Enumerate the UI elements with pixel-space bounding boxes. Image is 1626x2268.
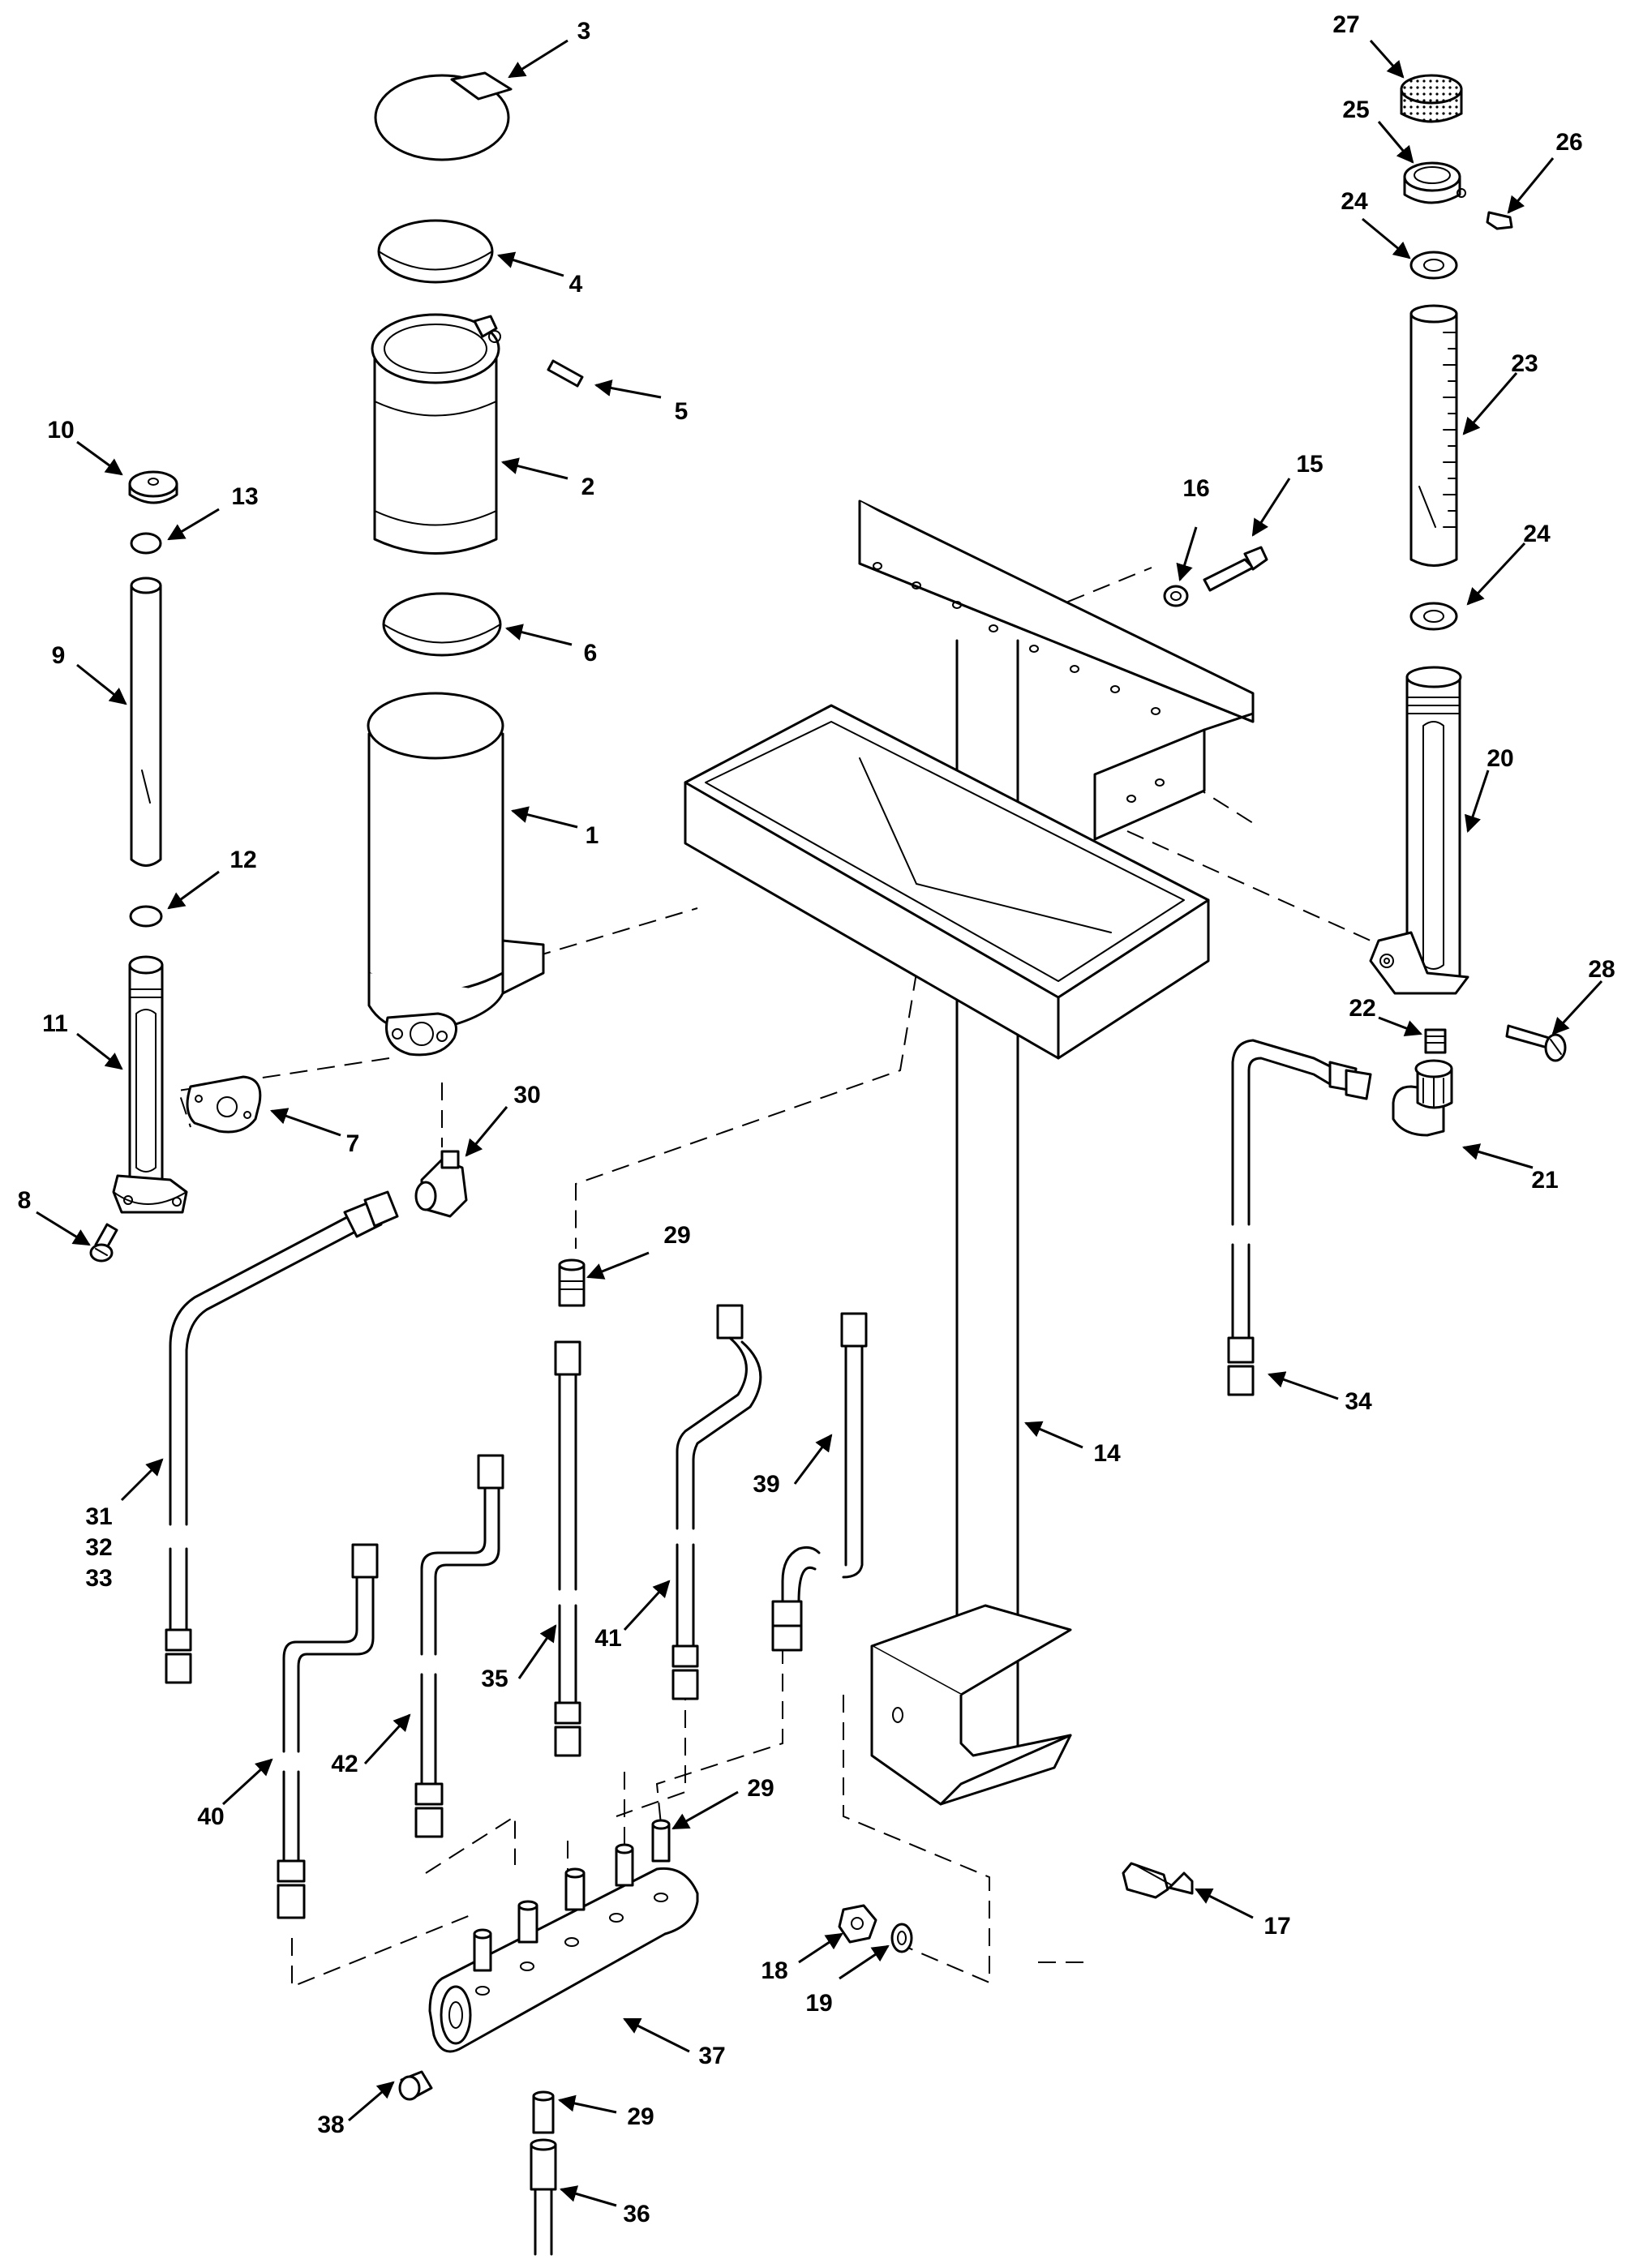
top-bracket	[858, 499, 1255, 841]
callout-10: 10	[47, 417, 74, 444]
callout-14: 14	[1093, 1440, 1121, 1467]
callout-15: 15	[1296, 451, 1323, 478]
callout-29-middle: 29	[747, 1775, 774, 1802]
callout-24-top: 24	[1341, 188, 1368, 215]
left-sight-glass	[89, 470, 262, 1263]
tube-39	[771, 1312, 868, 1652]
tube-35	[554, 1340, 581, 1757]
right-sight-gauge	[1369, 74, 1567, 1137]
callout-42: 42	[331, 1751, 358, 1777]
callout-5: 5	[675, 398, 689, 425]
callout-3: 3	[577, 18, 591, 45]
tube-40	[277, 1543, 379, 1919]
assembly-lines	[177, 567, 1371, 1988]
tube-42	[414, 1454, 504, 1838]
tube-34	[1227, 1039, 1372, 1396]
tube-31	[165, 1190, 399, 1684]
callout-30: 30	[513, 1082, 540, 1108]
callout-36: 36	[623, 2201, 650, 2227]
callout-2: 2	[581, 474, 595, 500]
manifold	[398, 1819, 699, 2256]
callout-29-upper: 29	[663, 1222, 690, 1249]
callout-7: 7	[346, 1130, 360, 1157]
callout-25: 25	[1342, 96, 1369, 123]
callout-24-bottom: 24	[1523, 521, 1551, 547]
callout-35: 35	[481, 1666, 508, 1692]
callout-8: 8	[18, 1187, 32, 1214]
callout-28: 28	[1588, 956, 1615, 983]
callout-39: 39	[753, 1471, 779, 1498]
callout-21: 21	[1531, 1167, 1558, 1194]
callout-22: 22	[1349, 995, 1375, 1022]
callout-29-lower: 29	[627, 2103, 654, 2130]
callout-labels: 3 4 5 2 6 1 7 8 9 10 11 12 13 14 15 16 1…	[18, 11, 1615, 2227]
filter-assembly	[367, 71, 584, 1057]
callout-9: 9	[52, 642, 66, 669]
drip-tray	[684, 704, 1210, 1060]
callout-11: 11	[42, 1010, 68, 1037]
callout-6: 6	[584, 640, 598, 667]
lower-bracket	[870, 1604, 1072, 1806]
callout-41: 41	[594, 1625, 621, 1652]
callout-leaders	[36, 39, 1603, 2207]
callout-1: 1	[586, 822, 599, 849]
callout-40: 40	[197, 1803, 224, 1830]
callout-37: 37	[698, 2043, 725, 2069]
callout-26: 26	[1555, 129, 1582, 156]
callout-31: 31	[85, 1503, 112, 1530]
callout-12: 12	[230, 847, 256, 873]
callout-33: 33	[85, 1565, 112, 1592]
bolt-15-16	[1163, 546, 1268, 607]
callout-4: 4	[569, 271, 583, 298]
fittings	[414, 1150, 1194, 1953]
callout-27: 27	[1332, 11, 1359, 38]
callout-23: 23	[1511, 350, 1538, 377]
tube-41	[671, 1304, 762, 1700]
callout-19: 19	[805, 1990, 832, 2017]
callout-13: 13	[231, 483, 258, 510]
callout-16: 16	[1182, 475, 1209, 502]
callout-18: 18	[761, 1957, 787, 1984]
callout-34: 34	[1345, 1388, 1372, 1415]
callout-20: 20	[1487, 745, 1513, 772]
callout-32: 32	[85, 1534, 112, 1561]
callout-17: 17	[1263, 1913, 1290, 1940]
callout-38: 38	[317, 2112, 344, 2138]
